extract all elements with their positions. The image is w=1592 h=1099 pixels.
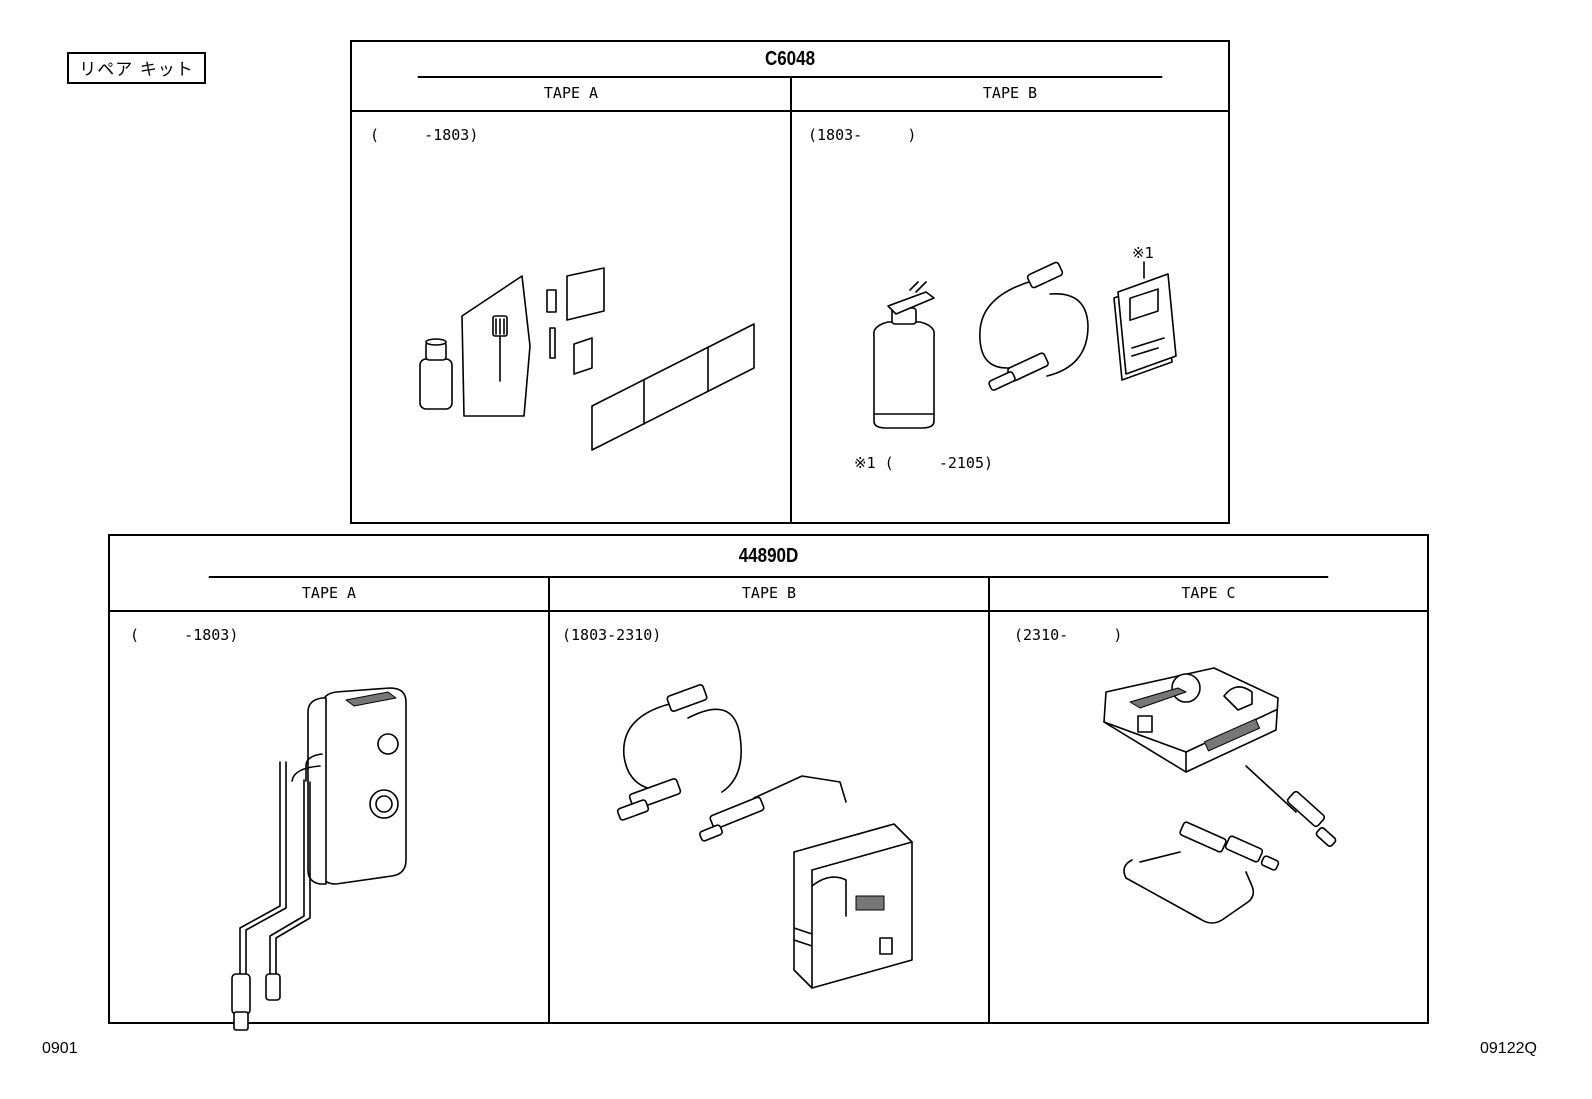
column-tape-a: TAPE A ( -1803) bbox=[352, 76, 790, 522]
parts-table-44890d: 44890D TAPE A ( -1803) TAPE B (1803-2310… bbox=[108, 534, 1429, 1031]
date-range-label: ( -1803) bbox=[370, 126, 479, 144]
table-title-44890d: 44890D bbox=[208, 536, 1329, 578]
sealant-kit-illustration bbox=[419, 267, 755, 451]
date-range-label: ( -1803) bbox=[130, 626, 239, 644]
column-tape-b: TAPE B (1803- ) ※1 ※1 ( -2105) bbox=[792, 76, 1228, 522]
column-header-tape-a: TAPE A bbox=[110, 576, 548, 612]
page-label: リペア キット bbox=[67, 52, 206, 84]
table-title-c6048: C6048 bbox=[417, 42, 1163, 78]
air-compressor-illustration bbox=[231, 687, 407, 1031]
footer-code-right: 09122Q bbox=[1480, 1040, 1537, 1057]
column-tape-b: TAPE B (1803-2310) bbox=[550, 576, 988, 1022]
date-range-label: (1803-2310) bbox=[562, 626, 662, 644]
hose-and-compressor-illustration bbox=[616, 684, 913, 989]
column-tape-a: TAPE A ( -1803) bbox=[110, 576, 548, 1031]
column-divider bbox=[988, 576, 990, 1022]
column-tape-c: TAPE C (2310- ) bbox=[990, 576, 1427, 1022]
footer-code-left: 0901 bbox=[42, 1040, 78, 1057]
column-divider bbox=[548, 576, 550, 1022]
note-label: ※1 ( -2105) bbox=[854, 454, 993, 472]
column-header-tape-b: TAPE B bbox=[792, 76, 1228, 112]
date-range-label: (2310- ) bbox=[1014, 626, 1123, 644]
sealant-bottle-and-hose-illustration: ※1 bbox=[872, 244, 1177, 429]
compact-compressor-and-hose-illustration bbox=[1103, 667, 1337, 924]
column-header-tape-b: TAPE B bbox=[550, 576, 988, 612]
column-divider bbox=[790, 76, 792, 522]
column-header-tape-a: TAPE A bbox=[352, 76, 790, 112]
date-range-label: (1803- ) bbox=[808, 126, 917, 144]
parts-table-c6048: C6048 TAPE A ( -1803) bbox=[350, 40, 1230, 524]
note-marker: ※1 bbox=[1132, 244, 1154, 262]
column-header-tape-c: TAPE C bbox=[990, 576, 1427, 612]
